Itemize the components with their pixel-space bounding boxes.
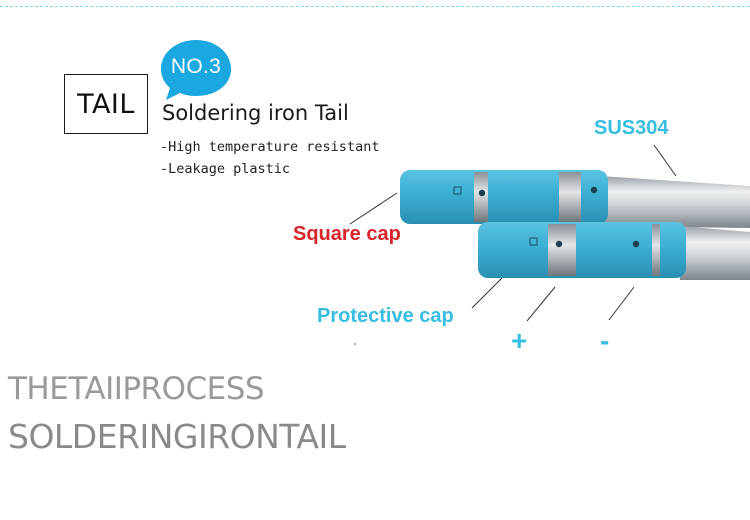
square-cap-leader-line [349, 192, 398, 225]
soldering-tail-product-image [349, 144, 750, 345]
top-dashed-border [0, 6, 750, 7]
square-cap-label: Square cap [293, 223, 401, 245]
speech-bubble-icon [161, 40, 231, 100]
lower-tail [478, 222, 750, 280]
minus-leader-line [608, 286, 635, 321]
tail-label-box: TAIL [64, 74, 148, 134]
section-headline: Soldering iron Tail [162, 101, 349, 125]
positive-terminal-label: + [511, 325, 528, 356]
plus-leader-line [526, 286, 556, 322]
feature-item: -High temperature resistant [160, 139, 380, 155]
process-heading: THETAIIPROCESS [8, 371, 265, 407]
badge-number: NO.3 [170, 55, 222, 78]
upper-tail [400, 170, 750, 228]
sus304-label: SUS304 [594, 117, 669, 139]
number-badge: NO.3 [158, 38, 234, 102]
feature-item: -Leakage plastic [160, 161, 291, 177]
protective-cap-label: Protective cap [317, 305, 454, 327]
sus304-leader-line [653, 144, 677, 177]
protective-cap-leader-line [471, 277, 503, 309]
product-heading: SOLDERINGIRONTAIL [8, 417, 346, 456]
negative-terminal-label: - [600, 325, 610, 356]
